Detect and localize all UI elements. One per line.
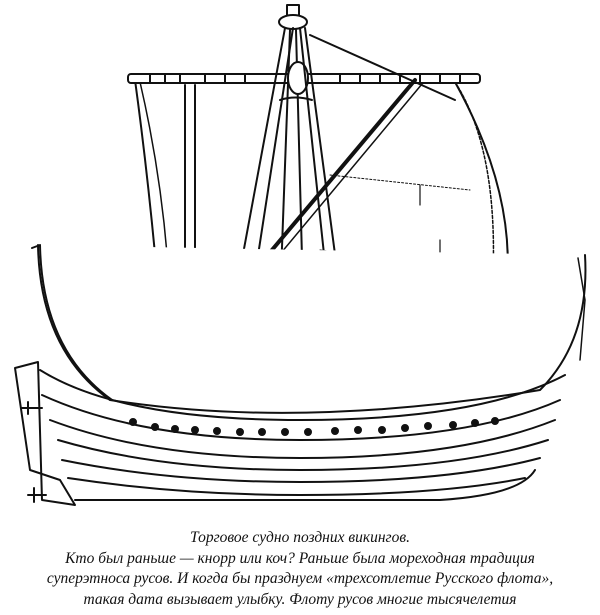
hull-icon xyxy=(14,244,587,506)
caption-line-2: суперэтноса русов. И когда бы празднуем … xyxy=(46,570,554,587)
oar-holes-icon xyxy=(129,417,499,436)
caption-title: Торговое судно поздних викингов. xyxy=(190,529,410,546)
ship-illustration xyxy=(14,4,587,506)
figure-caption: Торговое судно поздних викингов. Кто был… xyxy=(0,528,600,610)
caption-line-1: Кто был раньше — кнорр или коч? Раньше б… xyxy=(65,549,535,567)
caption-line-3: такая дата вызывает улыбку. Флоту русов … xyxy=(83,590,517,608)
